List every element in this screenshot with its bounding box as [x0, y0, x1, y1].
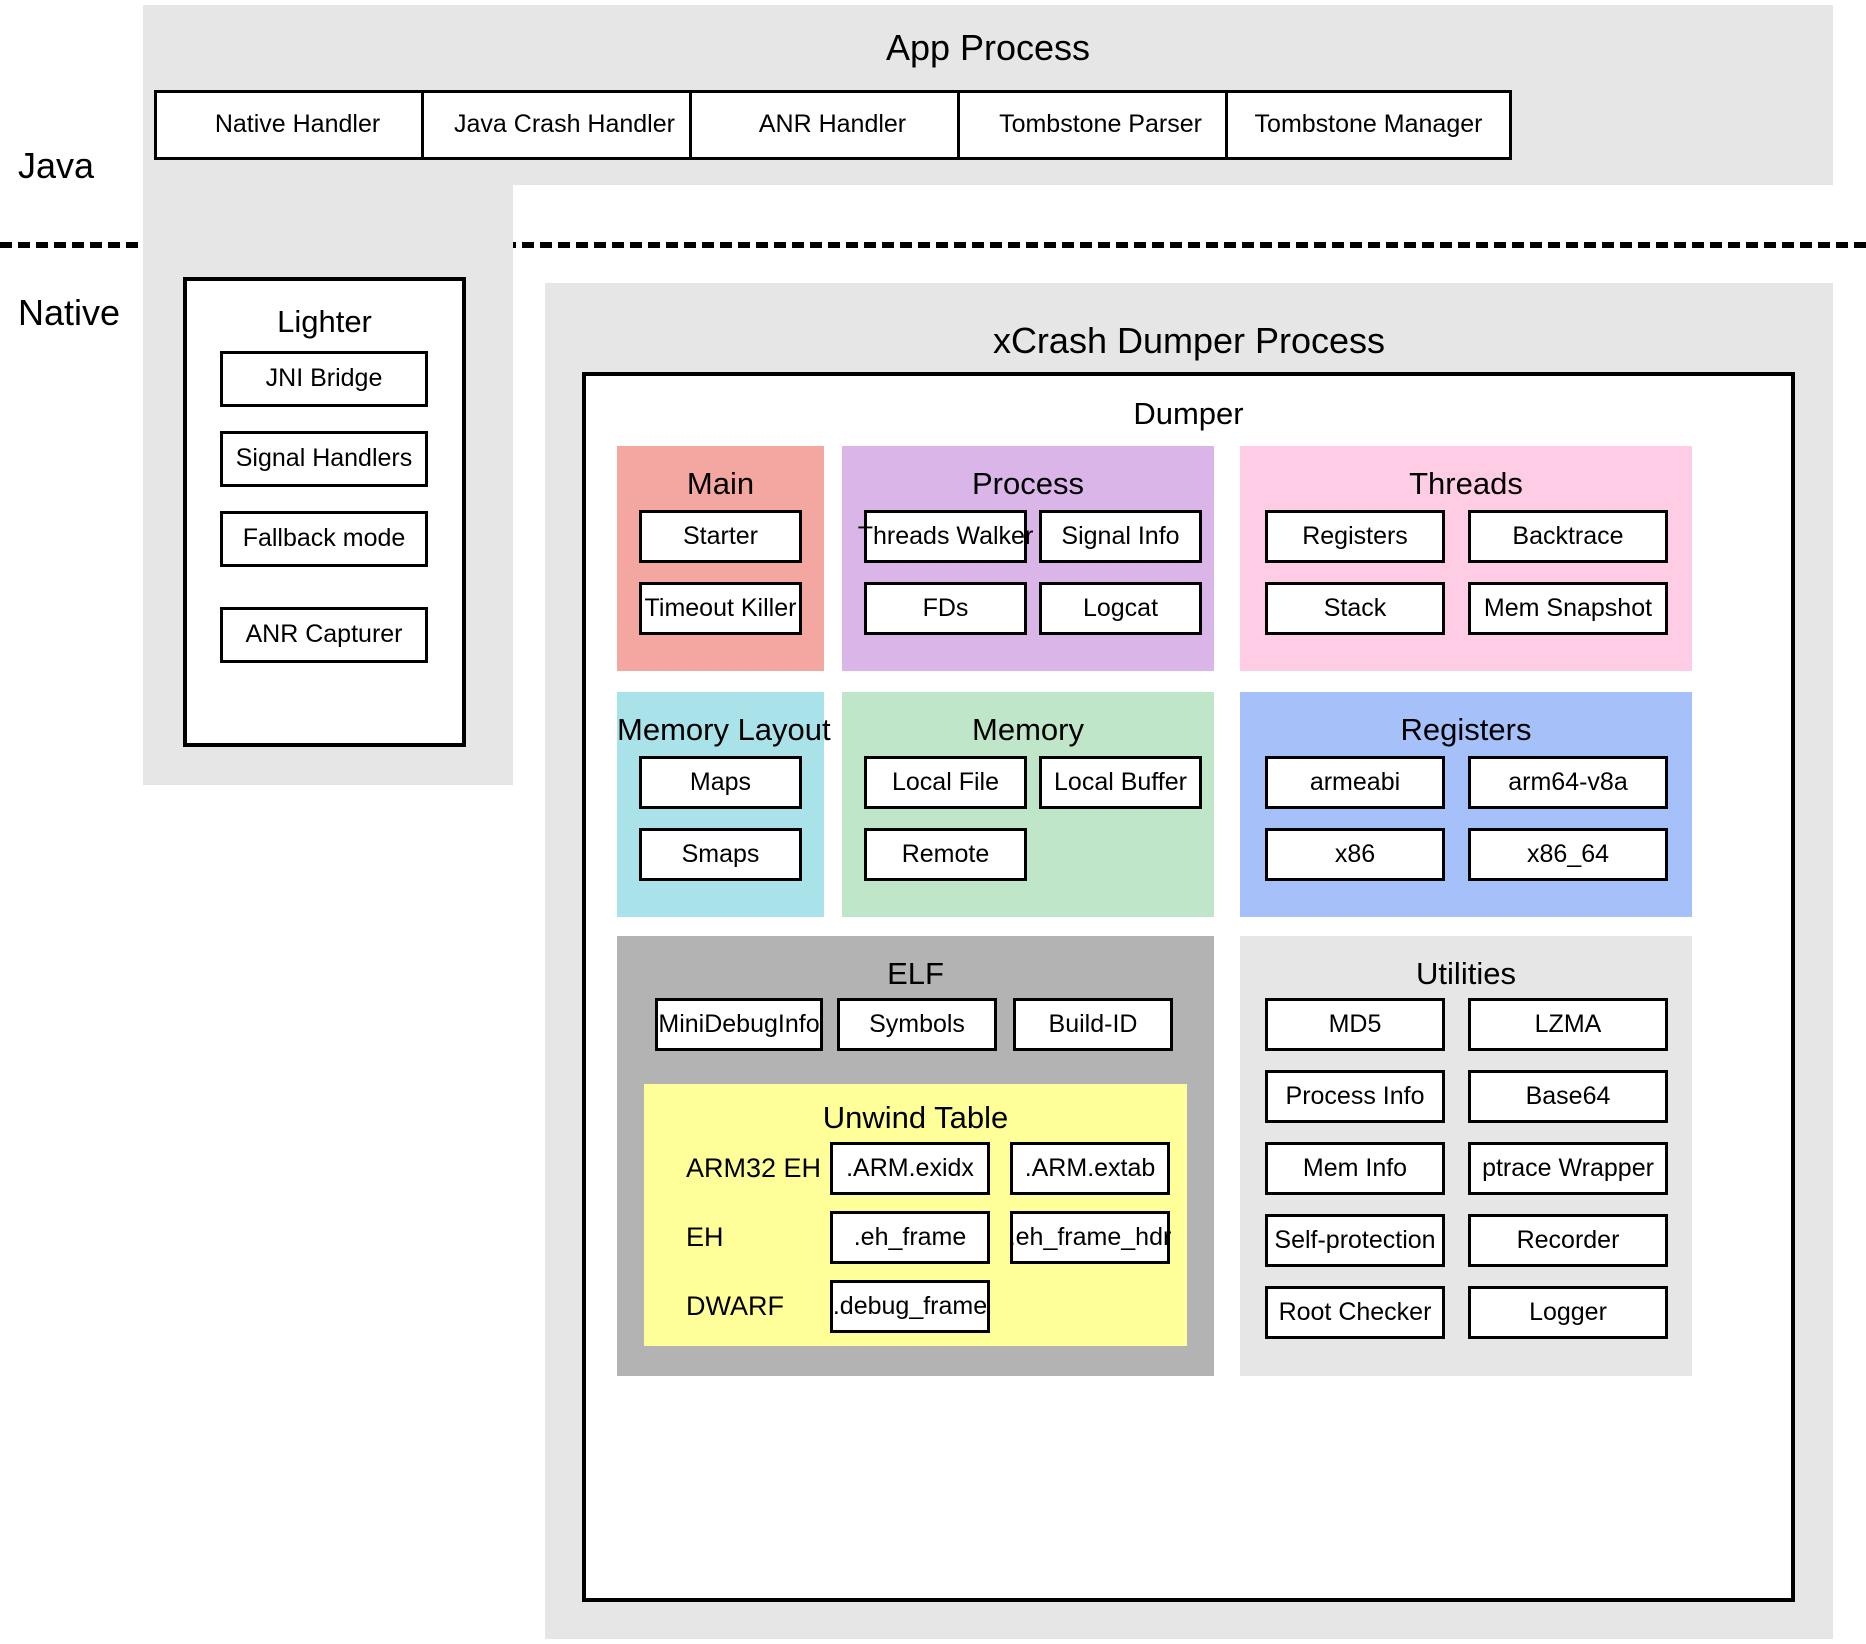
process-item-threads-walker[interactable]: Threads Walker: [858, 510, 1033, 563]
utilities-item-ptrace-wrapper[interactable]: ptrace Wrapper: [1468, 1142, 1668, 1195]
unwind-item-eh-frame-hdr[interactable]: .eh_frame_hdr: [1009, 1211, 1171, 1264]
memory-layout-item-smaps[interactable]: Smaps: [639, 828, 802, 881]
utilities-item-base64[interactable]: Base64: [1468, 1070, 1668, 1123]
group-memory-layout: Memory Layout Maps Smaps: [617, 692, 831, 917]
dumper-box: Dumper Main Starter Timeout Killer Proce…: [582, 372, 1795, 1602]
elf-item-symbols[interactable]: Symbols: [837, 998, 997, 1051]
utilities-item-lzma[interactable]: LZMA: [1468, 998, 1668, 1051]
utilities-item-mem-info[interactable]: Mem Info: [1265, 1142, 1445, 1195]
lighter-item-signal-handlers[interactable]: Signal Handlers: [220, 431, 428, 487]
elf-item-build-id[interactable]: Build-ID: [1013, 998, 1173, 1051]
unwind-item-arm-exidx[interactable]: .ARM.exidx: [830, 1142, 990, 1195]
group-utilities: Utilities MD5 LZMA Process Info Base64 M…: [1240, 936, 1692, 1376]
utilities-item-process-info[interactable]: Process Info: [1265, 1070, 1445, 1123]
lighter-item-anr-capturer[interactable]: ANR Capturer: [220, 607, 428, 663]
group-process: Process Threads Walker Signal Info FDs L…: [842, 446, 1214, 671]
threads-item-backtrace[interactable]: Backtrace: [1468, 510, 1668, 563]
utilities-item-recorder[interactable]: Recorder: [1468, 1214, 1668, 1267]
group-registers-title: Registers: [1400, 712, 1532, 747]
app-process-item-anr-handler[interactable]: ANR Handler: [689, 90, 976, 160]
app-process-item-tombstone-parser[interactable]: Tombstone Parser: [957, 90, 1244, 160]
group-utilities-title: Utilities: [1416, 956, 1516, 991]
app-process-container: App Process Native Handler Java Crash Ha…: [143, 5, 1833, 185]
memory-item-local-file[interactable]: Local File: [864, 756, 1027, 809]
group-elf-title: ELF: [887, 956, 944, 991]
main-item-timeout-killer[interactable]: Timeout Killer: [639, 582, 802, 635]
utilities-item-self-protection[interactable]: Self-protection: [1265, 1214, 1445, 1267]
app-process-item-java-crash-handler[interactable]: Java Crash Handler: [421, 90, 708, 160]
process-item-fds[interactable]: FDs: [864, 582, 1027, 635]
lighter-item-fallback-mode[interactable]: Fallback mode: [220, 511, 428, 567]
group-registers: Registers armeabi arm64-v8a x86 x86_64: [1240, 692, 1692, 917]
group-elf: ELF MiniDebugInfo Symbols Build-ID Unwin…: [617, 936, 1214, 1376]
main-item-starter[interactable]: Starter: [639, 510, 802, 563]
group-main-title: Main: [686, 466, 755, 501]
unwind-row-label-dwarf: DWARF: [686, 1291, 784, 1321]
memory-item-remote[interactable]: Remote: [864, 828, 1027, 881]
lighter-box: Lighter JNI Bridge Signal Handlers Fallb…: [183, 277, 466, 747]
memory-item-local-buffer[interactable]: Local Buffer: [1039, 756, 1202, 809]
group-memory-layout-title: Memory Layout: [617, 712, 831, 747]
process-item-signal-info[interactable]: Signal Info: [1039, 510, 1202, 563]
dumper-title: Dumper: [1133, 396, 1244, 431]
app-process-title: App Process: [885, 27, 1091, 68]
lighter-item-jni-bridge[interactable]: JNI Bridge: [220, 351, 428, 407]
unwind-item-debug-frame[interactable]: .debug_frame: [830, 1280, 990, 1333]
group-process-title: Process: [972, 466, 1084, 501]
utilities-item-root-checker[interactable]: Root Checker: [1265, 1286, 1445, 1339]
group-unwind-table: Unwind Table ARM32 EH .ARM.exidx .ARM.ex…: [644, 1084, 1187, 1346]
group-unwind-table-title: Unwind Table: [822, 1100, 1009, 1135]
utilities-item-logger[interactable]: Logger: [1468, 1286, 1668, 1339]
threads-item-registers[interactable]: Registers: [1265, 510, 1445, 563]
unwind-item-arm-extab[interactable]: .ARM.extab: [1010, 1142, 1170, 1195]
group-threads: Threads Registers Backtrace Stack Mem Sn…: [1240, 446, 1692, 671]
threads-item-stack[interactable]: Stack: [1265, 582, 1445, 635]
app-process-item-native-handler[interactable]: Native Handler: [154, 90, 441, 160]
process-item-logcat[interactable]: Logcat: [1039, 582, 1202, 635]
app-process-item-tombstone-manager[interactable]: Tombstone Manager: [1225, 90, 1512, 160]
registers-item-armeabi[interactable]: armeabi: [1265, 756, 1445, 809]
unwind-row-label-arm32-eh: ARM32 EH: [686, 1153, 822, 1183]
registers-item-arm64-v8a[interactable]: arm64-v8a: [1468, 756, 1668, 809]
elf-item-minidebuginfo[interactable]: MiniDebugInfo: [655, 998, 823, 1051]
registers-item-x86[interactable]: x86: [1265, 828, 1445, 881]
java-native-divider: [0, 242, 1866, 248]
group-memory-title: Memory: [972, 712, 1084, 747]
native-layer-label: Native: [18, 292, 121, 333]
java-layer-label: Java: [18, 145, 95, 186]
group-memory: Memory Local File Local Buffer Remote: [842, 692, 1214, 917]
registers-item-x86-64[interactable]: x86_64: [1468, 828, 1668, 881]
memory-layout-item-maps[interactable]: Maps: [639, 756, 802, 809]
group-main: Main Starter Timeout Killer: [617, 446, 824, 671]
threads-item-mem-snapshot[interactable]: Mem Snapshot: [1468, 582, 1668, 635]
group-threads-title: Threads: [1409, 466, 1523, 501]
lighter-title: Lighter: [277, 304, 372, 339]
unwind-item-eh-frame[interactable]: .eh_frame: [830, 1211, 990, 1264]
unwind-row-label-eh: EH: [686, 1222, 724, 1252]
utilities-item-md5[interactable]: MD5: [1265, 998, 1445, 1051]
xcrash-dumper-process-title: xCrash Dumper Process: [992, 320, 1386, 361]
